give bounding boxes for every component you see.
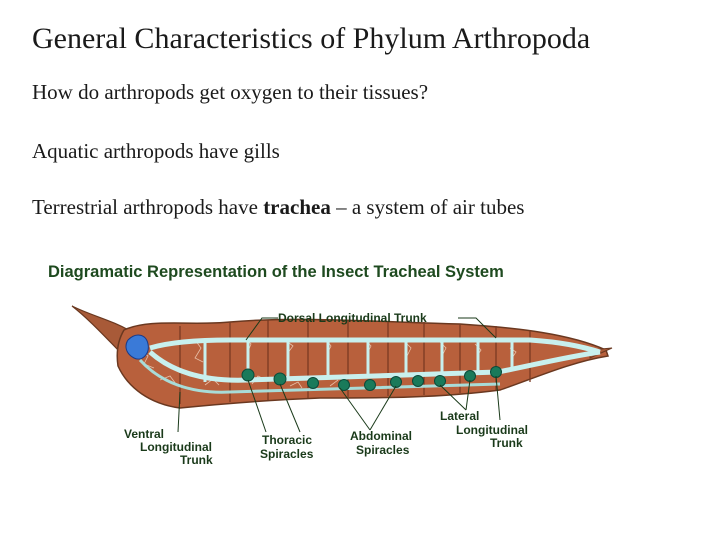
- thoracic-label-1: Thoracic: [262, 433, 312, 447]
- ventral-label-1: Ventral: [124, 427, 164, 441]
- aquatic-text: Aquatic arthropods have gills: [32, 139, 280, 163]
- head-antenna: [71, 305, 133, 358]
- terrestrial-post: – a system of air tubes: [330, 195, 525, 219]
- ventral-trunk: [138, 358, 501, 394]
- abdominal-label-1: Abdominal: [350, 429, 412, 443]
- terrestrial-text: Terrestrial arthropods have trachea – a …: [32, 195, 524, 220]
- tracheal-connectives: [203, 340, 514, 382]
- spiracles: [241, 366, 502, 391]
- lateral-label-3: Trunk: [490, 436, 523, 450]
- head-blue-patch: [125, 334, 149, 360]
- lateral-label-2: Longitudinal: [456, 423, 528, 437]
- dorsal-trunk-label: Dorsal Longitudinal Trunk: [278, 311, 427, 325]
- ventral-label-2: Longitudinal: [140, 440, 212, 454]
- thoracic-label-2: Spiracles: [260, 447, 314, 461]
- lateral-label-1: Lateral: [440, 409, 479, 423]
- terrestrial-pre: Terrestrial arthropods have: [32, 195, 264, 219]
- dorsal-trunk: [149, 337, 601, 355]
- ventral-label-3: Trunk: [180, 453, 213, 467]
- diagram-title: Diagramatic Representation of the Insect…: [48, 263, 504, 281]
- lateral-trunk: [148, 349, 601, 383]
- trachea-term: trachea: [263, 195, 331, 219]
- leader-lines: [177, 317, 501, 433]
- abdominal-label-2: Spiracles: [356, 443, 410, 457]
- slide-title: General Characteristics of Phylum Arthro…: [32, 22, 591, 55]
- question-text: How do arthropods get oxygen to their ti…: [32, 80, 429, 104]
